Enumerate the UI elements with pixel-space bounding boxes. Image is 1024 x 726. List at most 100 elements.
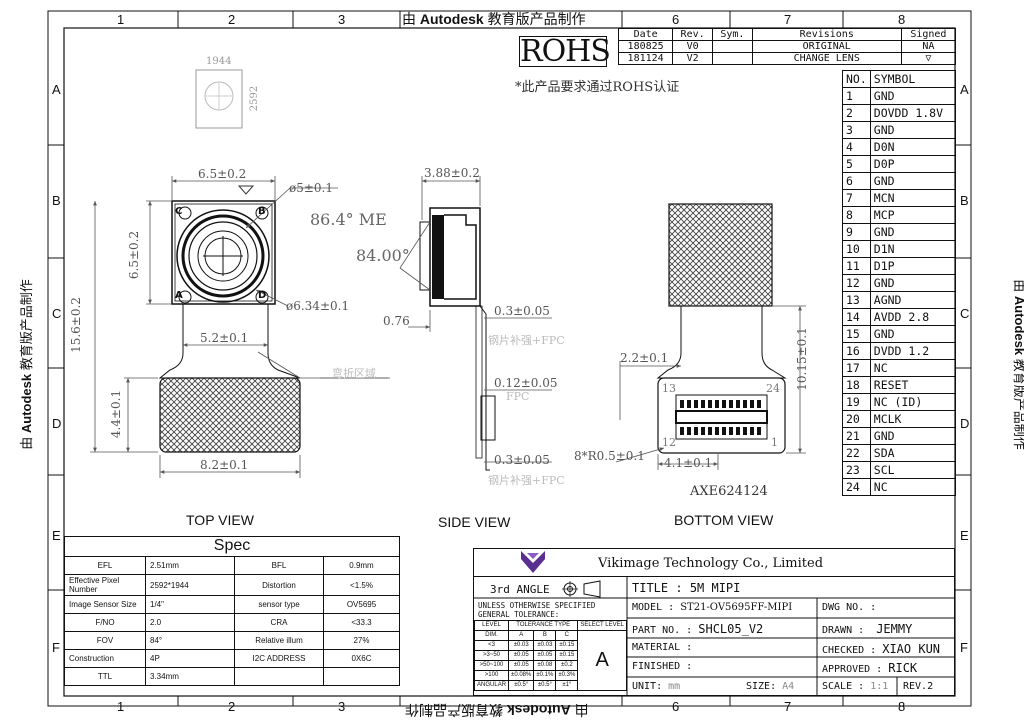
pin-number: 22 (842, 444, 871, 462)
view-title-side: SIDE VIEW (438, 514, 511, 530)
spec-key: BFL (234, 556, 324, 575)
grid-col-7-bottom: 7 (784, 699, 792, 714)
dim-body-width: 6.5±0.2 (198, 167, 247, 181)
sensor-width-label: 1944 (206, 56, 232, 67)
projection-label: 3rd ANGLE (490, 583, 550, 596)
tolerance-note: UNLESS OTHERWISE SPECIFIED GENERAL TOLER… (478, 601, 596, 619)
spec-value: 27% (323, 631, 400, 650)
spec-key: TTL (64, 667, 146, 686)
triangle-icon: ▽ (925, 53, 932, 64)
bottom-view-drawing (615, 203, 806, 470)
spec-value: 4P (145, 649, 235, 668)
rohs-note: *此产品要求通过ROHS认证 (515, 80, 680, 95)
divider (473, 576, 955, 577)
dim-pad-pitch: 4.1±0.1 (664, 456, 713, 470)
dim-lens-diameter: ø5±0.1 (289, 181, 333, 195)
rohs-mark: ROHS (519, 34, 611, 69)
grid-row-f-right: F (960, 640, 968, 655)
connector-pad (715, 427, 719, 435)
fov-label-2: 84.00° (356, 246, 410, 265)
connector-pad (729, 400, 733, 408)
revision-row: 181124 V2 CHANGE LENS ▽ (617, 52, 957, 65)
connector-pad (757, 427, 761, 435)
dim-bottom-offset: 2.2±0.1 (620, 351, 669, 365)
spec-key: I2C ADDRESS (234, 649, 324, 668)
finished-row: FINISHED : (632, 661, 693, 672)
spec-value: 3.34mm (145, 667, 235, 686)
grid-col-6-bottom: 6 (672, 699, 680, 714)
grid-col-6: 6 (672, 12, 680, 27)
connector-pad (687, 427, 691, 435)
note-stiffener-1: 钢片补强+FPC (488, 334, 565, 347)
spec-key: Distortion (234, 574, 324, 596)
corner-mark-b: B (258, 206, 266, 217)
revision-label: REV.2 (903, 681, 934, 692)
connector-pad (694, 400, 698, 408)
connector-pad (729, 427, 733, 435)
grid-row-b: B (52, 193, 61, 208)
grid-col-3-bottom: 3 (338, 699, 346, 714)
tol-row: ANGULAR±0.5°±0.5°±1° (473, 680, 627, 691)
spec-key: Effective Pixel Number (64, 574, 146, 596)
spec-value: OV5695 (323, 595, 400, 614)
spec-value: 1/4" (145, 595, 235, 614)
pin-header-symbol: SYMBOL (869, 70, 957, 88)
spec-key: CRA (234, 613, 324, 632)
part-row: PART NO. : SHCL05_V2 (632, 622, 764, 636)
connector-pad (687, 400, 691, 408)
connector-pad (680, 427, 684, 435)
spec-key: Construction (64, 649, 146, 668)
spec-key: sensor type (234, 595, 324, 614)
spec-key (234, 667, 324, 686)
approved-row: APPROVED : RICK (822, 661, 918, 675)
dim-fpc-width: 5.2±0.1 (200, 331, 249, 345)
tol-header-level: LEVEL (473, 620, 510, 631)
dim-body-height: 6.5±0.2 (127, 230, 142, 280)
view-title-top: TOP VIEW (186, 512, 254, 528)
revision-row: 180825 V0 ORIGINAL NA (617, 40, 957, 53)
corner-mark-a: A (175, 290, 183, 301)
tol-column: A (508, 630, 535, 641)
drawn-row: DRAWN : JEMMY (822, 622, 913, 636)
dim-pad-height: 4.4±0.1 (109, 389, 124, 439)
tol-column: DIM. (473, 630, 510, 641)
connector-pad (694, 427, 698, 435)
company-logo-icon (521, 551, 545, 573)
grid-col-7: 7 (784, 12, 792, 27)
connector-pad (680, 400, 684, 408)
spec-value: 84° (145, 631, 235, 650)
fov-label-1: 86.4° ME (310, 210, 387, 229)
projection-symbol-icon (562, 580, 601, 598)
connector-pad (701, 427, 705, 435)
pin-symbol: AVDD 2.8 (869, 308, 957, 326)
pin-mark-24: 24 (766, 382, 780, 395)
dim-holder-diameter: ø6.34±0.1 (286, 299, 350, 313)
grid-col-1: 1 (117, 12, 125, 27)
checked-row: CHECKED : XIAO KUN (822, 642, 941, 656)
grid-row-a: A (52, 82, 61, 97)
grid-row-c-right: C (960, 306, 970, 321)
connector-pad (743, 427, 747, 435)
spec-value: 2.0 (145, 613, 235, 632)
dim-corner-radius: 8*R0.5±0.1 (574, 449, 645, 463)
connector-pad (701, 400, 705, 408)
spec-key: F/NO (64, 613, 146, 632)
grid-row-d-right: D (960, 416, 970, 431)
part-number-label: AXE624124 (690, 484, 768, 499)
grid-col-8-bottom: 8 (898, 699, 906, 714)
spec-key: FOV (64, 631, 146, 650)
